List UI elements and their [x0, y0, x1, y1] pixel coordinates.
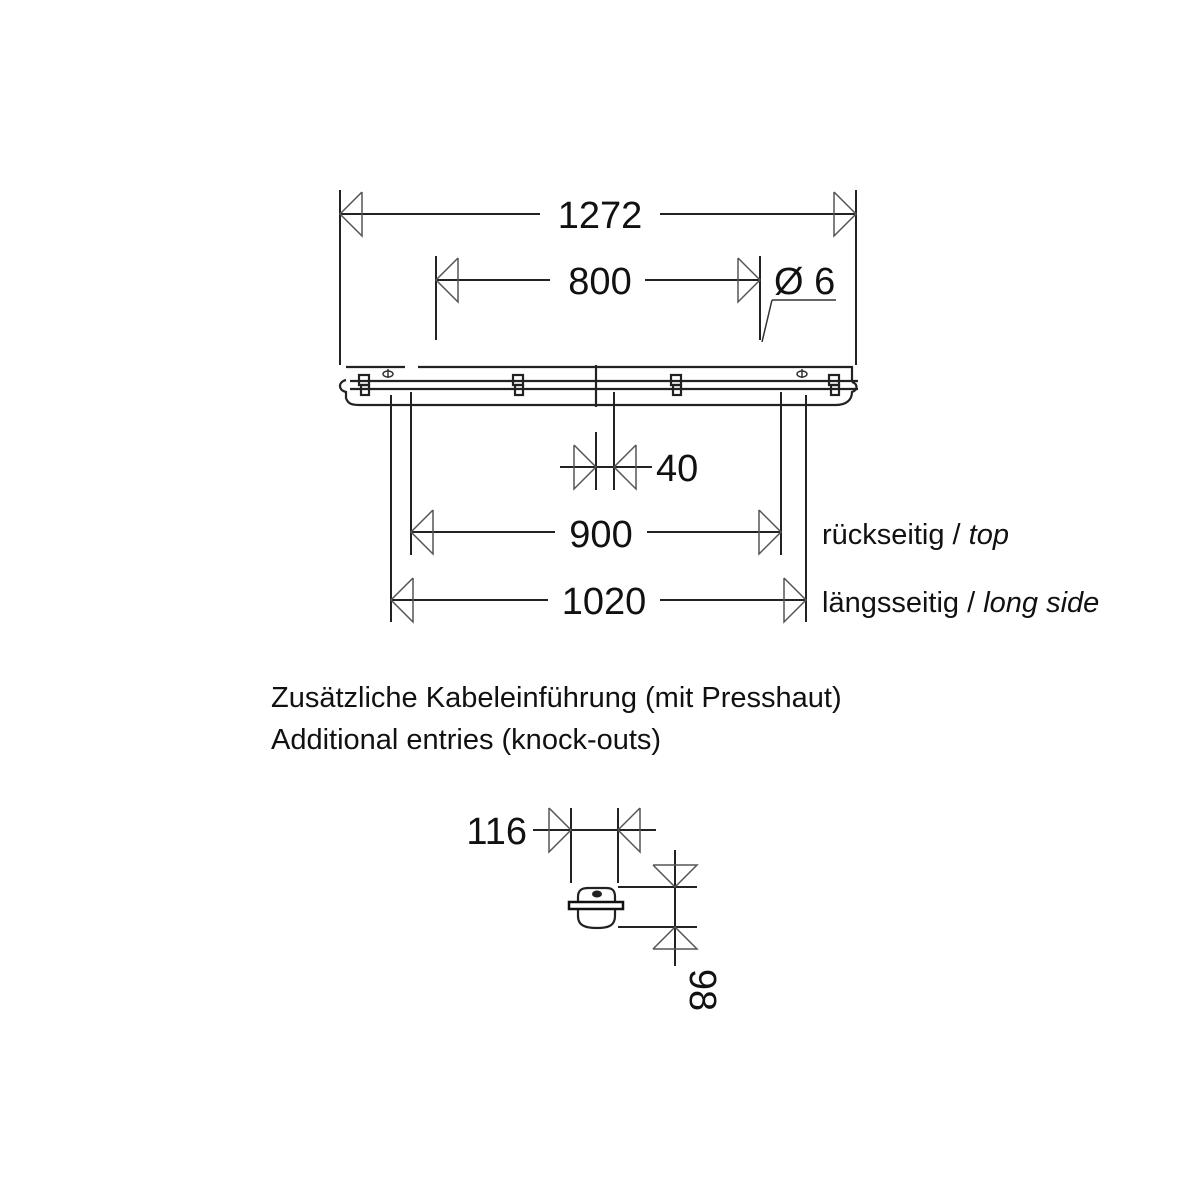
knockout-detail: 116 98: [466, 807, 723, 1011]
svg-text:40: 40: [656, 448, 698, 490]
dimension-top-entry: 900 rückseitig / top: [409, 509, 1009, 556]
svg-text:1020: 1020: [562, 581, 647, 623]
screw-icon: [382, 369, 808, 378]
dimension-mounting-distance: 800 Ø 6: [434, 256, 836, 343]
label-long-side: längsseitig / long side: [822, 587, 1099, 619]
dim-1272-text: 1272: [558, 195, 643, 237]
dimension-side-entry: 1020 längsseitig / long side: [389, 577, 1099, 624]
luminaire-body: [338, 365, 858, 407]
svg-text:900: 900: [569, 514, 632, 556]
hole-diameter-text: Ø 6: [774, 261, 835, 303]
extension-lines: [390, 392, 807, 622]
dimension-entry-spacing: 40: [560, 444, 698, 491]
svg-text:98: 98: [681, 969, 723, 1011]
label-top: rückseitig / top: [822, 519, 1009, 551]
svg-text:800: 800: [568, 261, 631, 303]
dimension-overall-length: 1272: [338, 190, 858, 365]
caption-german: Zusätzliche Kabeleinführung (mit Pressha…: [271, 682, 842, 714]
caption-english: Additional entries (knock-outs): [271, 724, 662, 756]
clip-icon: [357, 373, 841, 397]
svg-text:116: 116: [466, 811, 527, 853]
luminaire-end-profile-icon: [567, 886, 625, 930]
